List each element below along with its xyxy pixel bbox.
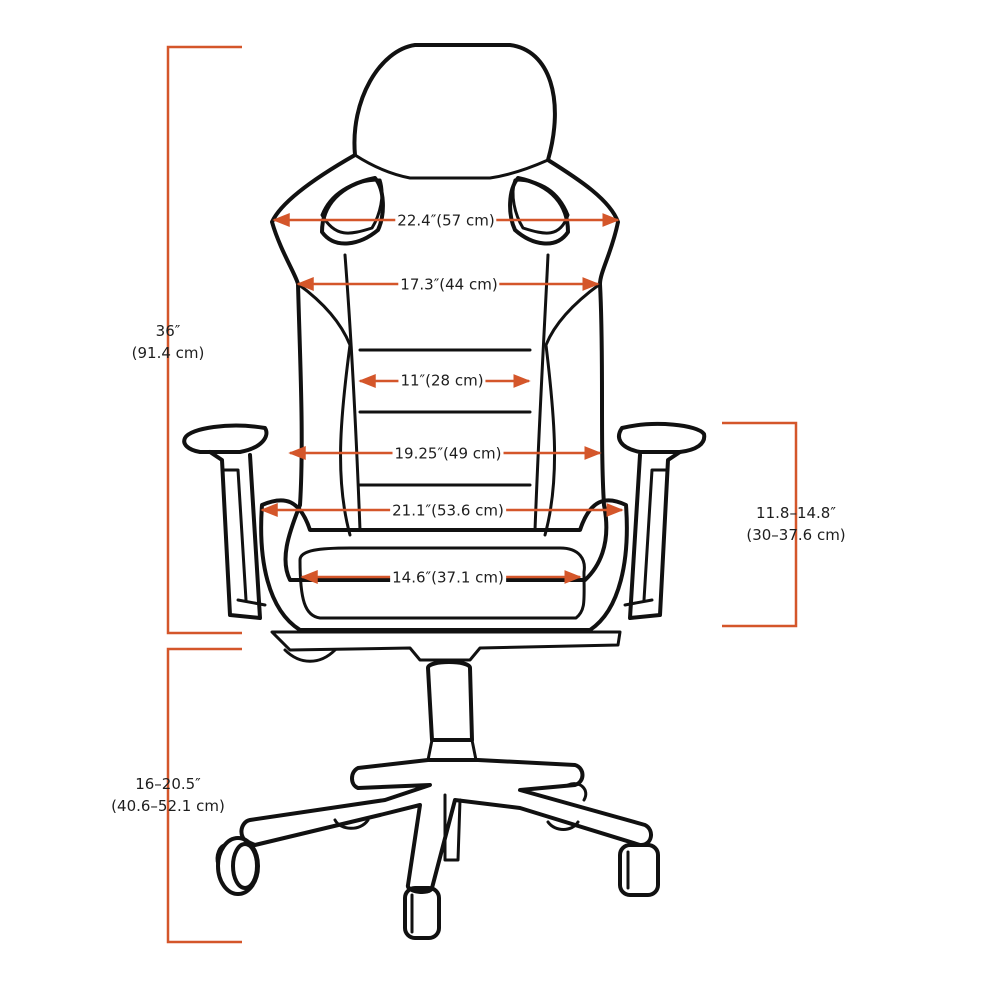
gas-lift — [426, 660, 474, 742]
armrest-height-bracket — [722, 421, 798, 628]
caster-back-left — [333, 818, 370, 830]
seat-width-label: 21.1″(53.6 cm) — [390, 501, 506, 520]
seat-height-metric: (40.6–52.1 cm) — [111, 797, 225, 815]
lumbar-width-label: 11″(28 cm) — [398, 371, 486, 390]
right-armrest-pad — [617, 422, 707, 454]
right-belt-slot — [508, 176, 570, 246]
caster-right — [618, 843, 660, 897]
backrest-width-label: 19.25″(49 cm) — [392, 444, 504, 463]
backrest-height-imperial: 36″ — [155, 322, 181, 340]
caster-center — [403, 886, 441, 940]
seat-cushion — [298, 546, 586, 620]
backrest-height-bracket — [166, 45, 242, 635]
seat-base — [259, 498, 629, 632]
backrest-height-metric: (91.4 cm) — [131, 344, 205, 362]
backrest-center-panel — [343, 253, 550, 532]
armrest-height-metric: (30–37.6 cm) — [746, 526, 846, 544]
seat-height-label: 16–20.5″ (40.6–52.1 cm) — [111, 773, 225, 817]
seat-cushion-width-label: 14.6″(37.1 cm) — [390, 568, 506, 587]
seat-mechanism — [270, 630, 622, 662]
left-wing-panel — [320, 178, 384, 235]
left-armrest-pad — [182, 423, 269, 454]
shoulder-width-label: 17.3″(44 cm) — [398, 275, 500, 294]
armrest-height-imperial: 11.8–14.8″ — [756, 504, 836, 522]
armrest-height-label: 11.8–14.8″ (30–37.6 cm) — [746, 502, 845, 546]
seat-height-bracket — [166, 647, 242, 944]
caster-left — [215, 836, 260, 896]
right-armrest-post — [628, 450, 682, 620]
headrest-inner-line — [353, 153, 550, 180]
headrest-width-label: 22.4″(57 cm) — [395, 211, 497, 230]
backrest-height-label: 36″ (91.4 cm) — [132, 320, 205, 364]
left-belt-slot — [320, 176, 385, 246]
seat-height-imperial: 16–20.5″ — [135, 775, 201, 793]
left-bolster — [296, 282, 352, 537]
left-armrest-post — [208, 450, 262, 620]
caster-back-right — [546, 782, 588, 831]
right-bolster — [543, 282, 602, 537]
